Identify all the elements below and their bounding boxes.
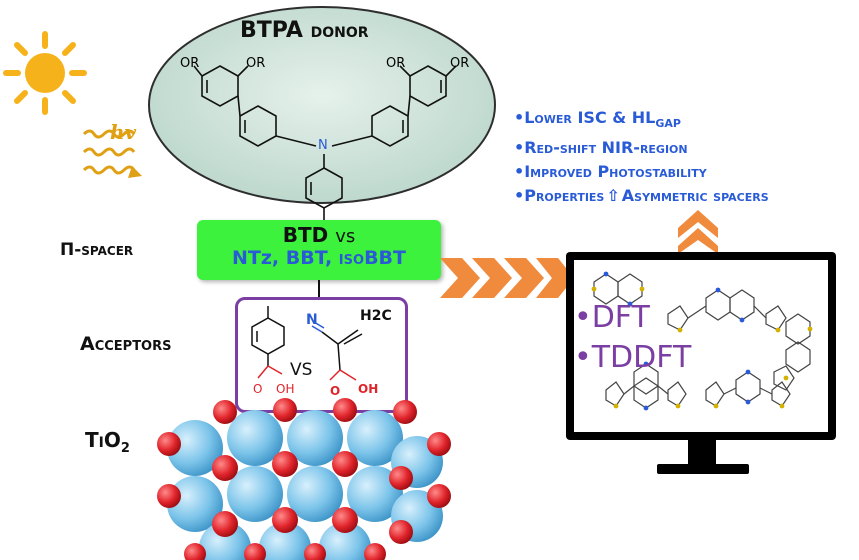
acceptor-cn-label: N — [306, 312, 318, 328]
sun-icon — [3, 31, 87, 115]
acceptor-molecules — [251, 306, 363, 381]
or-label-2: OR — [246, 56, 266, 71]
method-dft: •DFT — [574, 300, 650, 335]
connector-line — [318, 280, 320, 298]
n-label: N — [318, 138, 328, 153]
method-tddft: •TDDFT — [574, 340, 692, 375]
properties-list: •Lower ISC & HLGAP •Red-shift NIR-region… — [514, 106, 769, 208]
or-label-1: OR — [180, 56, 200, 71]
spacer-label: Π-spacer — [60, 240, 134, 260]
acceptor-o-label-1: O — [253, 382, 263, 396]
acceptors-label: Acceptors — [80, 333, 172, 355]
acceptor-oh-label-2: OH — [358, 382, 379, 396]
spacer-line2: NTz, BBT, isoBBT — [231, 247, 406, 269]
monitor-neck — [688, 440, 716, 464]
hv-label: hv — [110, 120, 137, 144]
donor-title: BTPA donor — [240, 18, 369, 43]
up-chevron-icon — [678, 210, 718, 254]
tio2-label: TiO2 — [85, 428, 130, 456]
tio2-lattice — [157, 398, 451, 560]
chevron-arrow-icon — [440, 258, 574, 298]
acceptor-vs: VS — [290, 360, 313, 380]
up-arrow-icon: ⇧ — [606, 186, 620, 206]
btpa-molecule — [193, 65, 457, 226]
property-item-2: •Red-shift NIR-region — [514, 138, 688, 158]
property-item-4: •Properties⇧Asymmetric spacers — [514, 184, 769, 208]
monitor-stand — [657, 464, 749, 474]
acceptor-ch2-label: H2C — [360, 308, 392, 324]
acceptor-oh-label-1: OH — [276, 382, 295, 396]
light-wave-icon — [82, 129, 142, 178]
property-item-1: •Lower ISC & HLGAP — [514, 108, 681, 131]
property-item-3: •Improved Photostability — [514, 162, 707, 182]
acceptor-o-label-2: O — [330, 384, 341, 398]
or-label-3: OR — [386, 56, 406, 71]
spacer-line1: BTD vs — [282, 223, 356, 247]
acceptor-box — [235, 297, 408, 413]
donor-ellipse — [148, 6, 496, 204]
monitor-screen — [574, 260, 828, 432]
spacer-molecules — [591, 271, 813, 411]
spacer-box: BTD vs NTz, BBT, isoBBT — [197, 220, 441, 280]
or-label-4: OR — [450, 56, 470, 71]
